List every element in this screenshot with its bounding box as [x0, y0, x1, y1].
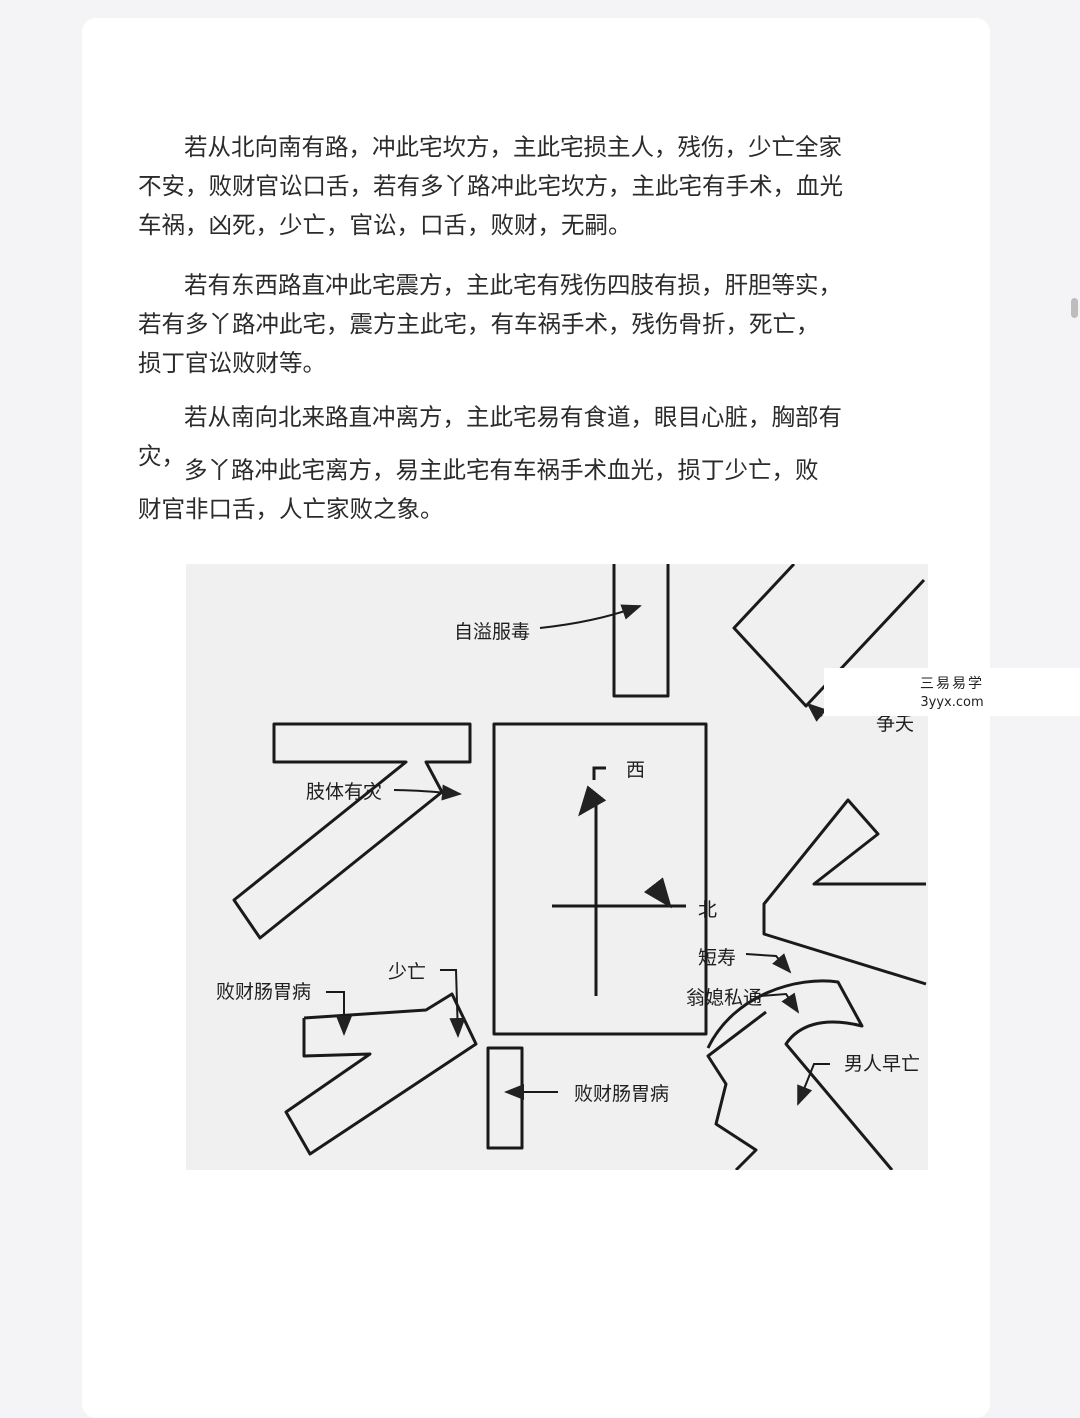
- label-baicai-2: 败财肠胃病: [574, 1083, 669, 1105]
- label-west: 西: [626, 759, 645, 781]
- road-bottom-right-inner: [706, 1010, 767, 1170]
- watermark-url: 3yyx.com: [920, 695, 984, 710]
- label-duanshou: 短寿: [698, 947, 736, 969]
- label-shaowang: 少亡: [388, 961, 426, 983]
- road-top-right: [732, 564, 926, 708]
- road-top: [612, 564, 670, 698]
- label-zhiti: 肢体有灾: [306, 781, 382, 803]
- paragraph-1: 若从北向南有路，冲此宅坎方，主此宅损主人，残伤，少亡全家 不安，败财官讼口舌，若…: [138, 133, 843, 239]
- road-diagram-figure: 自溢服毒 争夭 肢体有灾 西 北 短寿 翁媳私通 败财肠胃病 少亡 败财肠胃病 …: [186, 564, 928, 1170]
- compass: [552, 766, 686, 996]
- label-nanren: 男人早亡: [844, 1053, 920, 1075]
- watermark-badge: 三易易学 3yyx.com: [824, 668, 1080, 716]
- label-zhengtian: 争夭: [876, 713, 914, 735]
- road-lower-left: [284, 992, 478, 1156]
- paragraph-4: 多丫路冲此宅离方，易主此宅有车祸手术血光，损丁少亡，败 财官非口舌，人亡家败之象…: [138, 456, 819, 523]
- paragraph-2: 若有东西路直冲此宅震方，主此宅有残伤四肢有损，肝胆等实， 若有多丫路冲此宅，震方…: [138, 271, 842, 377]
- label-baicai-1: 败财肠胃病: [216, 981, 311, 1003]
- road-bottom: [486, 1046, 524, 1150]
- label-north: 北: [698, 899, 717, 921]
- watermark-title: 三易易学: [920, 676, 984, 692]
- scrollbar-thumb[interactable]: [1071, 298, 1078, 318]
- road-right: [762, 798, 927, 986]
- road-left-upper: [232, 722, 472, 940]
- label-wengxi: 翁媳私通: [686, 987, 762, 1009]
- label-zisha: 自溢服毒: [454, 621, 530, 643]
- house-outline: [492, 722, 708, 1036]
- road-bottom-right-curve: [706, 979, 894, 1170]
- paragraph-3: 若从南向北来路直冲离方，主此宅易有食道，眼目心脏，胸部有灾，: [138, 403, 842, 470]
- road-diagram: 自溢服毒 争夭 肢体有灾 西 北 短寿 翁媳私通 败财肠胃病 少亡 败财肠胃病 …: [216, 564, 927, 1170]
